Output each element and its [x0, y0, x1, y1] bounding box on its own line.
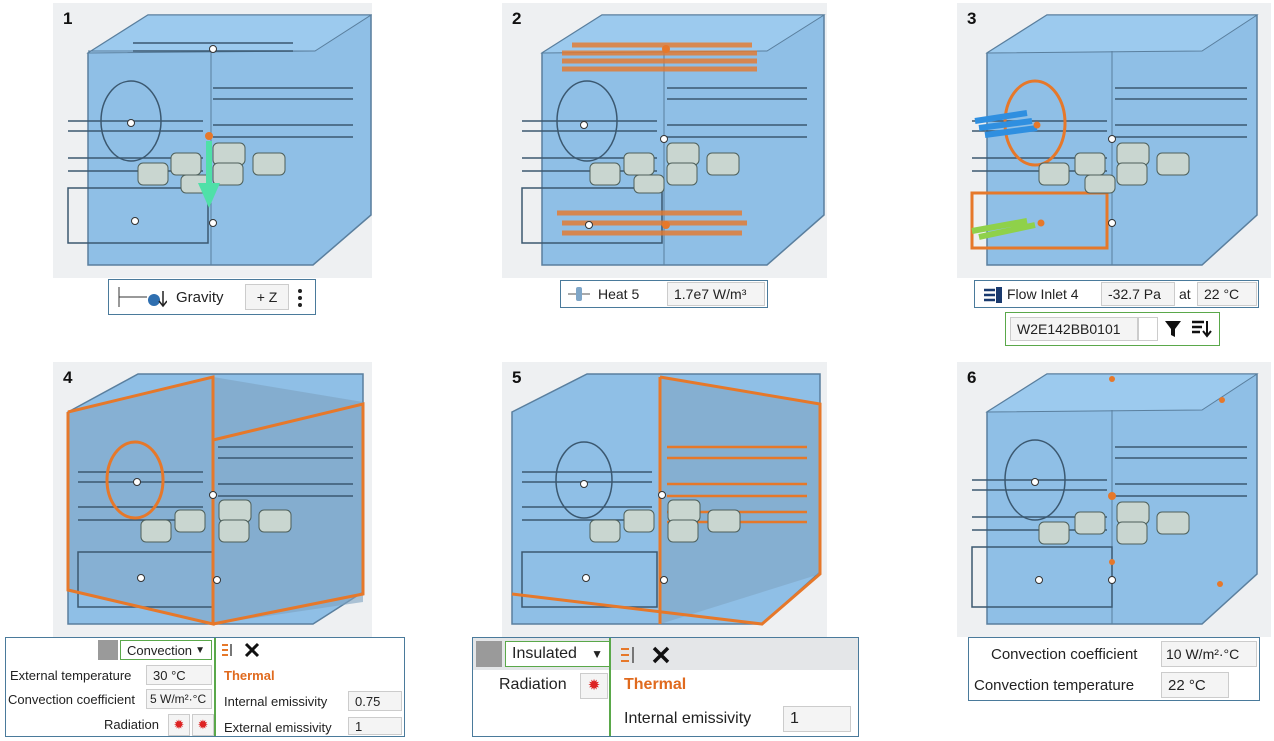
viewport-panel-5[interactable]: 5	[502, 362, 827, 637]
panel-number: 3	[967, 9, 977, 28]
divider	[214, 638, 216, 736]
internal-emissivity-field[interactable]: 0.75	[348, 691, 402, 711]
color-swatch[interactable]	[1138, 317, 1158, 341]
thermometer-icon	[98, 640, 118, 660]
thermal-section-label: Thermal	[224, 667, 275, 683]
gravity-toolbar: Gravity + Z	[108, 279, 316, 315]
internal-emissivity-label: Internal emissivity	[224, 693, 328, 709]
viewport-panel-2[interactable]: 2	[502, 3, 827, 278]
viewport-panel-6[interactable]: 6	[957, 362, 1271, 637]
flow-temperature-field[interactable]: 22 °C	[1197, 282, 1257, 306]
oven-model-5[interactable]	[502, 362, 827, 637]
convection-toolbar: Convection ▼ External temperature 30 °C …	[5, 637, 405, 737]
heat-label: Heat 5	[598, 286, 640, 302]
external-temperature-field[interactable]: 30 °C	[146, 665, 212, 685]
internal-emissivity-label: Internal emissivity	[624, 710, 752, 727]
divider	[609, 638, 611, 736]
convection-temperature-field[interactable]: 22 °C	[1161, 672, 1229, 698]
flow-at-label: at	[1179, 286, 1191, 302]
oven-model-2[interactable]	[502, 3, 827, 278]
panel-number: 4	[63, 368, 73, 387]
panel-number: 5	[512, 368, 522, 387]
convection-coefficient-field[interactable]: 5 W/m²·°C	[146, 689, 212, 709]
boundary-type-value: Insulated	[512, 645, 577, 662]
boundary-type-value: Convection	[127, 642, 193, 658]
convection-coefficient-field[interactable]: 10 W/m²·°C	[1161, 641, 1257, 667]
external-temperature-label: External temperature	[10, 667, 132, 683]
flow-inlet-toolbar: Flow Inlet 4 -32.7 Pa at 22 °C	[974, 280, 1259, 308]
viewport-panel-4[interactable]: 4	[53, 362, 372, 637]
sort-icon[interactable]	[1190, 319, 1212, 339]
gravity-label: Gravity	[176, 288, 224, 306]
more-options-icon[interactable]	[295, 288, 305, 308]
filter-icon[interactable]	[1164, 319, 1182, 339]
panel-number: 2	[512, 9, 522, 28]
radiation-icon[interactable]: ✹	[580, 673, 608, 699]
oven-model-3[interactable]	[957, 3, 1271, 278]
chevron-down-icon: ▼	[195, 644, 205, 656]
settings-icon[interactable]	[619, 645, 639, 665]
oven-model-1[interactable]	[53, 3, 372, 278]
panel-number: 6	[967, 368, 977, 387]
radiation-icon[interactable]: ✹	[192, 714, 214, 736]
boundary-type-dropdown[interactable]: Insulated ▼	[505, 641, 610, 667]
close-icon[interactable]	[651, 645, 671, 665]
settings-icon[interactable]	[220, 642, 236, 658]
flow-pressure-field[interactable]: -32.7 Pa	[1101, 282, 1175, 306]
gravity-icon	[117, 285, 168, 309]
panel-number: 1	[63, 9, 73, 28]
internal-emissivity-field[interactable]: 1	[783, 706, 851, 732]
radiation-label: Radiation	[104, 716, 159, 732]
heat-toolbar: Heat 5 1.7e7 W/m³	[560, 280, 768, 308]
convection-coefficient-label: Convection coefficient	[8, 691, 135, 707]
external-emissivity-label: External emissivity	[224, 719, 332, 735]
radiation-label: Radiation	[499, 676, 567, 693]
convection-coefficient-label: Convection coefficient	[991, 645, 1138, 663]
flow-inlet-icon	[983, 286, 1005, 304]
chevron-down-icon: ▼	[591, 647, 603, 661]
close-icon[interactable]	[244, 642, 260, 658]
filter-toolbar: W2E142BB0101	[1005, 312, 1220, 346]
oven-model-4[interactable]	[53, 362, 372, 637]
convection-temperature-label: Convection temperature	[974, 676, 1135, 694]
thermometer-icon	[476, 641, 502, 667]
oven-model-6[interactable]	[957, 362, 1271, 637]
flow-inlet-label: Flow Inlet 4	[1007, 286, 1079, 302]
insulated-toolbar: Insulated ▼ Radiation ✹ Thermal Internal…	[472, 637, 859, 737]
viewport-panel-3[interactable]: 3	[957, 3, 1271, 278]
part-code-field[interactable]: W2E142BB0101	[1010, 317, 1138, 341]
viewport-panel-1[interactable]: 1	[53, 3, 372, 278]
thermal-section-label: Thermal	[624, 676, 687, 693]
gravity-direction-field[interactable]: + Z	[245, 284, 289, 310]
heat-icon	[566, 285, 592, 303]
heat-value-field[interactable]: 1.7e7 W/m³	[667, 282, 765, 306]
radiation-icon[interactable]: ✹	[168, 714, 190, 736]
boundary-type-dropdown[interactable]: Convection ▼	[120, 640, 212, 660]
convection-settings-toolbar: Convection coefficient 10 W/m²·°C Convec…	[968, 637, 1260, 701]
external-emissivity-field[interactable]: 1	[348, 717, 402, 735]
